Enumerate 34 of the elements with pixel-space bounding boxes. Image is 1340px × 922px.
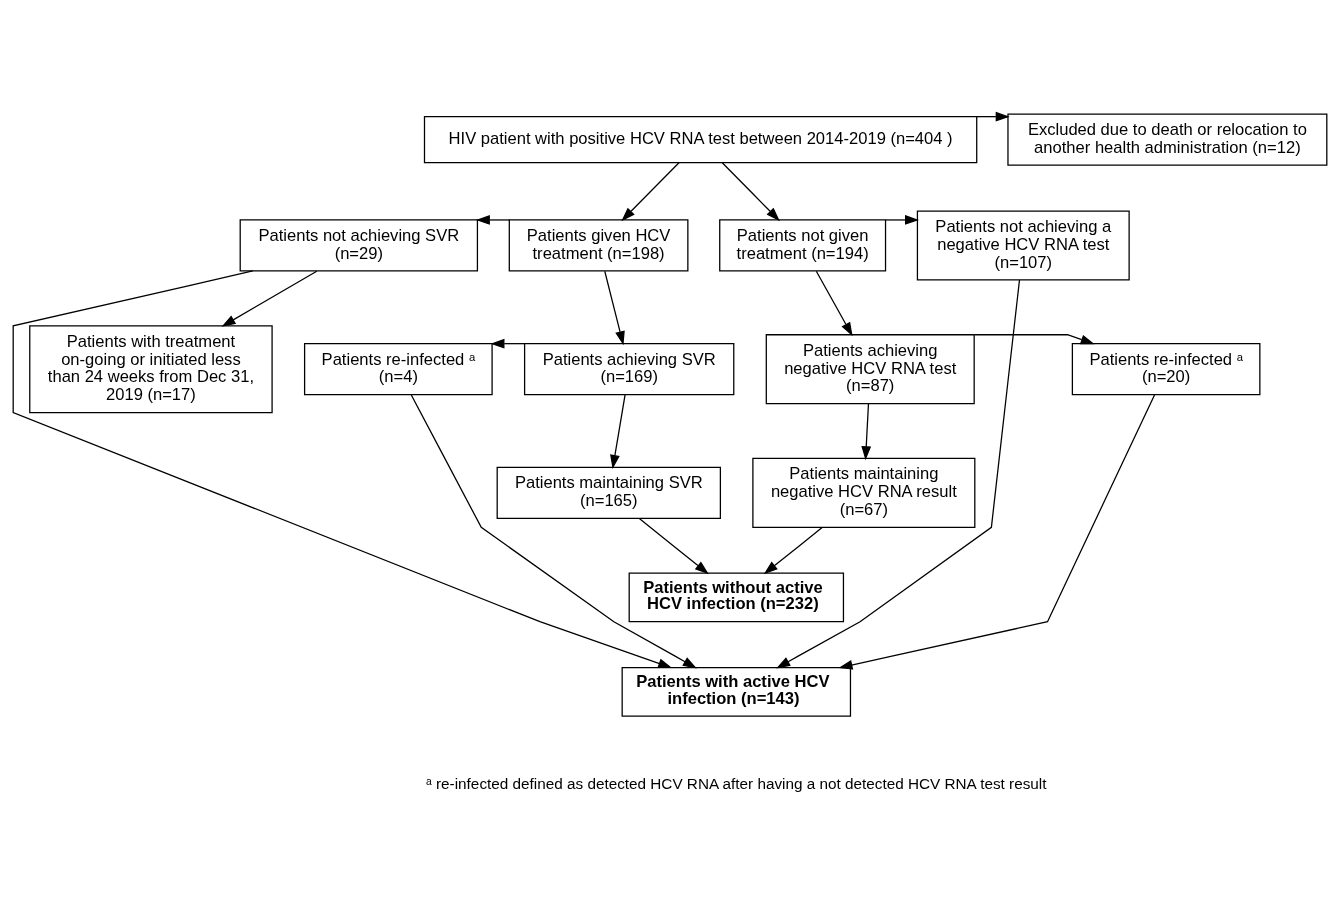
arrow bbox=[221, 270, 318, 327]
arrow bbox=[974, 334, 1095, 345]
node-box: Patients without active HCV infection (n=232) bbox=[628, 572, 845, 623]
arrow bbox=[721, 162, 780, 222]
arrow bbox=[776, 279, 1021, 669]
arrow bbox=[885, 215, 920, 225]
node-box: Patients re-infected ᵃ (n=20) bbox=[1071, 343, 1261, 396]
node-box: Patients with treatment on-going or initiated less than 24 weeks from Dec 31, 2019 (n=17) bbox=[29, 325, 273, 414]
arrow bbox=[475, 215, 510, 225]
arrow bbox=[861, 403, 872, 461]
arrow bbox=[12, 270, 673, 669]
node-box: HIV patient with positive HCV RNA test between 2014-2019 (n=404 ) bbox=[423, 116, 978, 164]
arrow bbox=[610, 394, 626, 470]
arrow bbox=[815, 270, 853, 337]
arrow bbox=[410, 394, 697, 669]
arrow bbox=[604, 270, 625, 346]
node-box: Patients with active HCV infection (n=143) bbox=[621, 666, 852, 717]
node-box: Excluded due to death or relocation to another health administration (n=12) bbox=[1007, 113, 1328, 166]
arrow bbox=[638, 517, 709, 575]
label: ᵃ re-infected defined as detected HCV RNA after having a not detected HCV RNA test result bbox=[426, 774, 1047, 792]
arrow bbox=[763, 526, 823, 575]
node-box: Patients re-infected ᵃ (n=4) bbox=[303, 343, 493, 396]
node-box: Patients maintaining SVR (n=165) bbox=[496, 466, 721, 520]
node-box: Patients not achieving a negative HCV RNA test (n=107) bbox=[916, 210, 1130, 281]
arrow bbox=[621, 162, 680, 222]
node-box: Patients given HCV treatment (n=198) bbox=[508, 219, 689, 272]
node-box: Patients not given treatment (n=194) bbox=[719, 219, 887, 272]
arrow bbox=[976, 111, 1010, 122]
node-box: Patients maintaining negative HCV RNA result (n=67) bbox=[752, 457, 976, 528]
arrow bbox=[490, 338, 525, 349]
arrow bbox=[838, 394, 1156, 670]
node-box: Patients achieving SVR (n=169) bbox=[523, 343, 735, 396]
node-box: Patients achieving negative HCV RNA test (n=87) bbox=[765, 334, 975, 405]
node-box: Patients not achieving SVR (n=29) bbox=[239, 219, 479, 272]
